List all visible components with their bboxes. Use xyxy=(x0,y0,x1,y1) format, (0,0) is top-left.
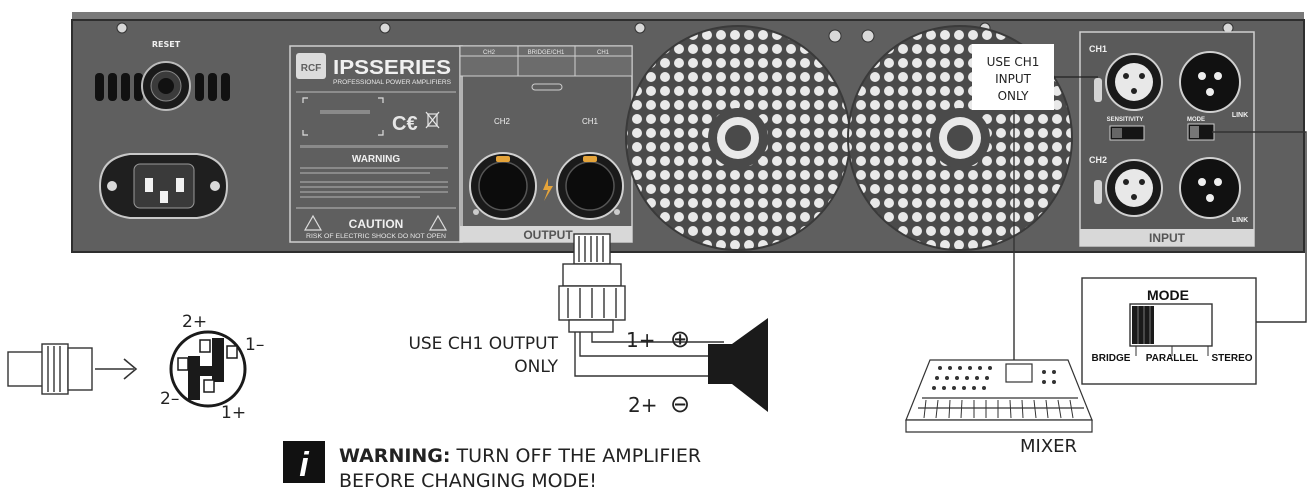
output-header-bridge: BRIDGE/CH1 xyxy=(528,50,565,56)
input-note-line2: INPUT xyxy=(995,72,1032,86)
pin-label-2minus: 2– xyxy=(160,389,179,409)
mode-position-bridge: BRIDGE xyxy=(1092,353,1131,364)
series-name: IPSSERIES xyxy=(333,57,451,79)
caution-text: RISK OF ELECTRIC SHOCK DO NOT OPEN xyxy=(306,234,446,240)
mode-position-stereo: STEREO xyxy=(1211,353,1252,364)
mixer-console: MIXER xyxy=(905,359,1093,457)
output-jack-ch2-label: CH2 xyxy=(494,117,511,126)
mode-selector-detail: MODE BRIDGE PARALLEL STEREO xyxy=(1081,277,1257,385)
xlr-male-link-ch1 xyxy=(1179,51,1241,113)
input-ch1-link-label: LINK xyxy=(1232,112,1248,119)
amplifier-rear-panel: RESET RCF IPSSERIES PROFESSIONAL POWER A… xyxy=(71,12,1305,253)
warning-line2: BEFORE CHANGING MODE! xyxy=(339,470,597,492)
label-plate: RCF IPSSERIES PROFESSIONAL POWER AMPLIFI… xyxy=(289,45,463,243)
reset-button: RESET xyxy=(141,40,191,111)
svg-text:C€: C€ xyxy=(392,113,418,135)
speaker-pos-symbol: ⊕ xyxy=(670,325,690,353)
speakon-pinout-face xyxy=(169,330,247,408)
warning-bold: WARNING: xyxy=(339,445,451,467)
xlr-male-link-ch2 xyxy=(1179,157,1241,219)
output-jack-ch1-label: CH1 xyxy=(582,117,599,126)
output-header-ch2: CH2 xyxy=(483,50,496,56)
mode-switch-small xyxy=(1187,123,1215,141)
input-note-line3: ONLY xyxy=(998,89,1030,103)
input-callout: USE CH1 INPUT ONLY xyxy=(972,44,1098,110)
weee-bin-icon xyxy=(425,111,440,129)
arrow-right-icon xyxy=(95,358,138,380)
svg-text:i: i xyxy=(299,446,310,484)
input-ch1-label: CH1 xyxy=(1089,44,1107,54)
input-section: CH1 LINK SENSITIVITY MODE xyxy=(1079,31,1255,247)
input-ch2-link-label: LINK xyxy=(1232,217,1248,224)
warning-title: WARNING xyxy=(352,154,401,165)
cooling-fan-left xyxy=(625,25,851,251)
output-note-line1: USE CH1 OUTPUT xyxy=(408,334,558,354)
output-section-label: OUTPUT xyxy=(523,228,573,242)
speaker-neg-label: 2+ xyxy=(628,393,657,417)
warning-line1-rest: TURN OFF THE AMPLIFIER xyxy=(451,445,702,467)
brand-logo: RCF xyxy=(301,63,322,74)
mode-title: MODE xyxy=(1147,287,1189,303)
speakon-plug xyxy=(558,233,626,333)
output-callout: USE CH1 OUTPUT ONLY xyxy=(408,334,558,377)
mixer-faders xyxy=(923,399,1074,419)
output-section: CH2 BRIDGE/CH1 CH1 CH2 CH1 OUTPUT xyxy=(459,45,633,243)
mode-change-warning: i WARNING: TURN OFF THE AMPLIFIER BEFORE… xyxy=(283,441,701,492)
output-header-ch1: CH1 xyxy=(597,50,610,56)
speakon-plug-side-icon xyxy=(7,343,93,395)
xlr-female-input-ch2 xyxy=(1094,159,1163,217)
loudspeaker: 1+ ⊕ 2+ ⊖ xyxy=(626,318,768,418)
power-inlet-connector xyxy=(98,153,229,219)
reset-label: RESET xyxy=(152,40,181,49)
vent-slots xyxy=(95,73,230,101)
input-ch2-label: CH2 xyxy=(1089,155,1107,165)
info-icon: i xyxy=(283,441,325,484)
mixer-icon xyxy=(905,359,1093,433)
speakon-output-ch2 xyxy=(469,152,537,220)
sensitivity-label: SENSITIVITY xyxy=(1107,117,1144,123)
speakon-output-ch1 xyxy=(556,152,624,220)
pin-label-2plus: 2+ xyxy=(182,312,207,332)
warning-line1: WARNING: TURN OFF THE AMPLIFIER xyxy=(339,445,701,467)
output-note-line2: ONLY xyxy=(514,357,558,377)
speaker-pos-label: 1+ xyxy=(626,328,655,352)
sensitivity-switch xyxy=(1109,125,1145,141)
lightning-icon xyxy=(543,178,553,201)
caution-title: CAUTION xyxy=(349,217,404,231)
mixer-knobs xyxy=(932,366,1056,390)
pin-label-1minus: 1– xyxy=(245,335,264,355)
mixer-label: MIXER xyxy=(1020,436,1077,457)
mode-label-small: MODE xyxy=(1187,117,1205,123)
mode-position-parallel: PARALLEL xyxy=(1146,353,1199,364)
input-section-label: INPUT xyxy=(1149,231,1186,245)
xlr-female-input-ch1 xyxy=(1094,53,1163,111)
connector-pinout-diagram: 2+ 1– 2– 1+ xyxy=(7,312,264,423)
speaker-icon xyxy=(708,318,768,412)
pin-label-1plus: 1+ xyxy=(221,403,246,423)
series-tagline: PROFESSIONAL POWER AMPLIFIERS xyxy=(333,80,451,86)
input-note-line1: USE CH1 xyxy=(987,55,1040,69)
speaker-neg-symbol: ⊖ xyxy=(670,390,690,418)
